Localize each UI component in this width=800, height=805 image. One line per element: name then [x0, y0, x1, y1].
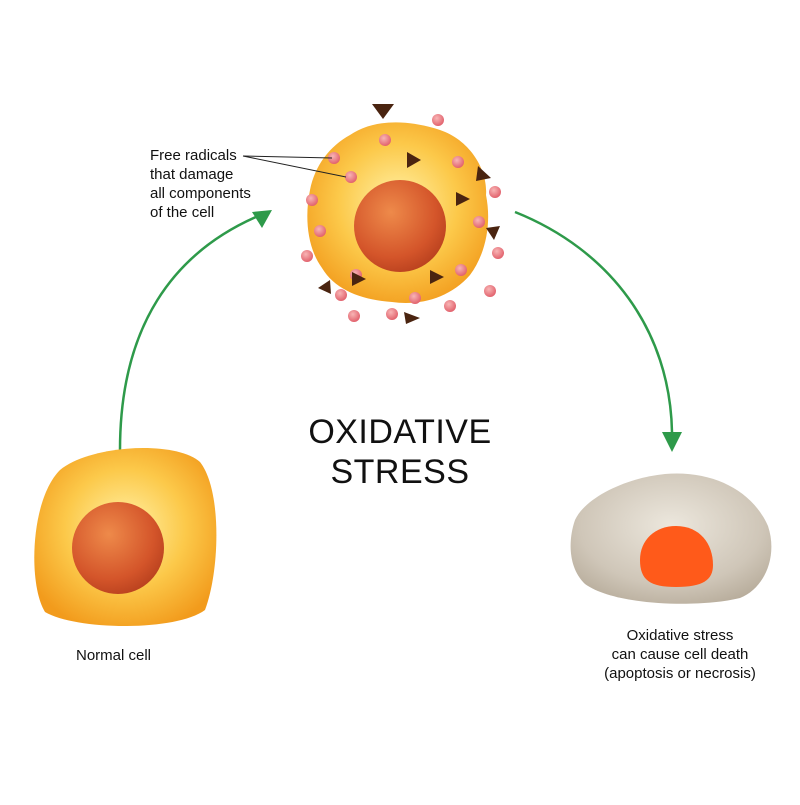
label-leader-line: [242, 155, 333, 159]
radical-dot: [452, 156, 464, 168]
radical-dot: [484, 285, 496, 297]
arrow-normal-to-stressed: [118, 210, 269, 451]
radical-dot: [473, 216, 485, 228]
diagram-title: OXIDATIVE STRESS: [250, 412, 550, 492]
radical-dot: [301, 250, 313, 262]
arrow-stressed-to-dead: [514, 210, 674, 433]
normal-cell-label: Normal cell: [76, 647, 152, 664]
free-radicals-label-line: that damage: [150, 166, 234, 183]
free-radicals-label: Free radicals that damage all components…: [150, 146, 251, 222]
radical-triangle: [430, 270, 444, 284]
radical-dot: [455, 264, 467, 276]
dead-cell: [570, 473, 772, 604]
free-radical-dots: [301, 114, 504, 322]
label-leader-line: [242, 155, 347, 178]
title-line-1: OXIDATIVE: [308, 413, 492, 451]
radical-dot: [306, 194, 318, 206]
cell-death-label-line: (apoptosis or necrosis): [604, 665, 756, 682]
radical-dot: [489, 186, 501, 198]
radical-dot: [379, 134, 391, 146]
radical-triangle: [476, 166, 491, 181]
radical-triangle: [486, 226, 500, 240]
radical-triangle: [404, 312, 420, 324]
normal-cell-nucleus: [72, 502, 164, 594]
free-radical-triangles: [318, 104, 500, 324]
free-radicals-label-line: all components: [150, 185, 251, 202]
cell-death-label-line: can cause cell death: [611, 646, 749, 663]
cell-death-label-line: Oxidative stress: [626, 627, 734, 644]
cell-death-label: Oxidative stress can cause cell death (a…: [590, 626, 770, 683]
dead-cell-nucleus: [640, 526, 713, 587]
radical-dot: [432, 114, 444, 126]
radical-triangle: [352, 272, 366, 286]
radical-dot: [409, 292, 421, 304]
radical-triangle: [372, 104, 394, 119]
radical-triangle: [456, 192, 470, 206]
radical-triangle: [407, 152, 421, 168]
arrow-head-down: [662, 432, 682, 452]
stressed-cell-nucleus: [354, 180, 446, 272]
radical-dot: [335, 289, 347, 301]
radical-dot: [492, 247, 504, 259]
free-radicals-label-line: Free radicals: [150, 147, 237, 164]
title-line-2: STRESS: [330, 453, 470, 491]
radical-triangle: [318, 280, 331, 294]
stressed-cell: [307, 122, 489, 303]
free-radicals-label-line: of the cell: [150, 204, 215, 221]
radical-dot: [444, 300, 456, 312]
radical-dot: [386, 308, 398, 320]
radical-dot: [345, 171, 357, 183]
normal-cell: [34, 448, 217, 626]
radical-dot: [348, 310, 360, 322]
arrow-head-up: [252, 210, 272, 228]
radical-dot: [328, 152, 340, 164]
radical-dot: [314, 225, 326, 237]
